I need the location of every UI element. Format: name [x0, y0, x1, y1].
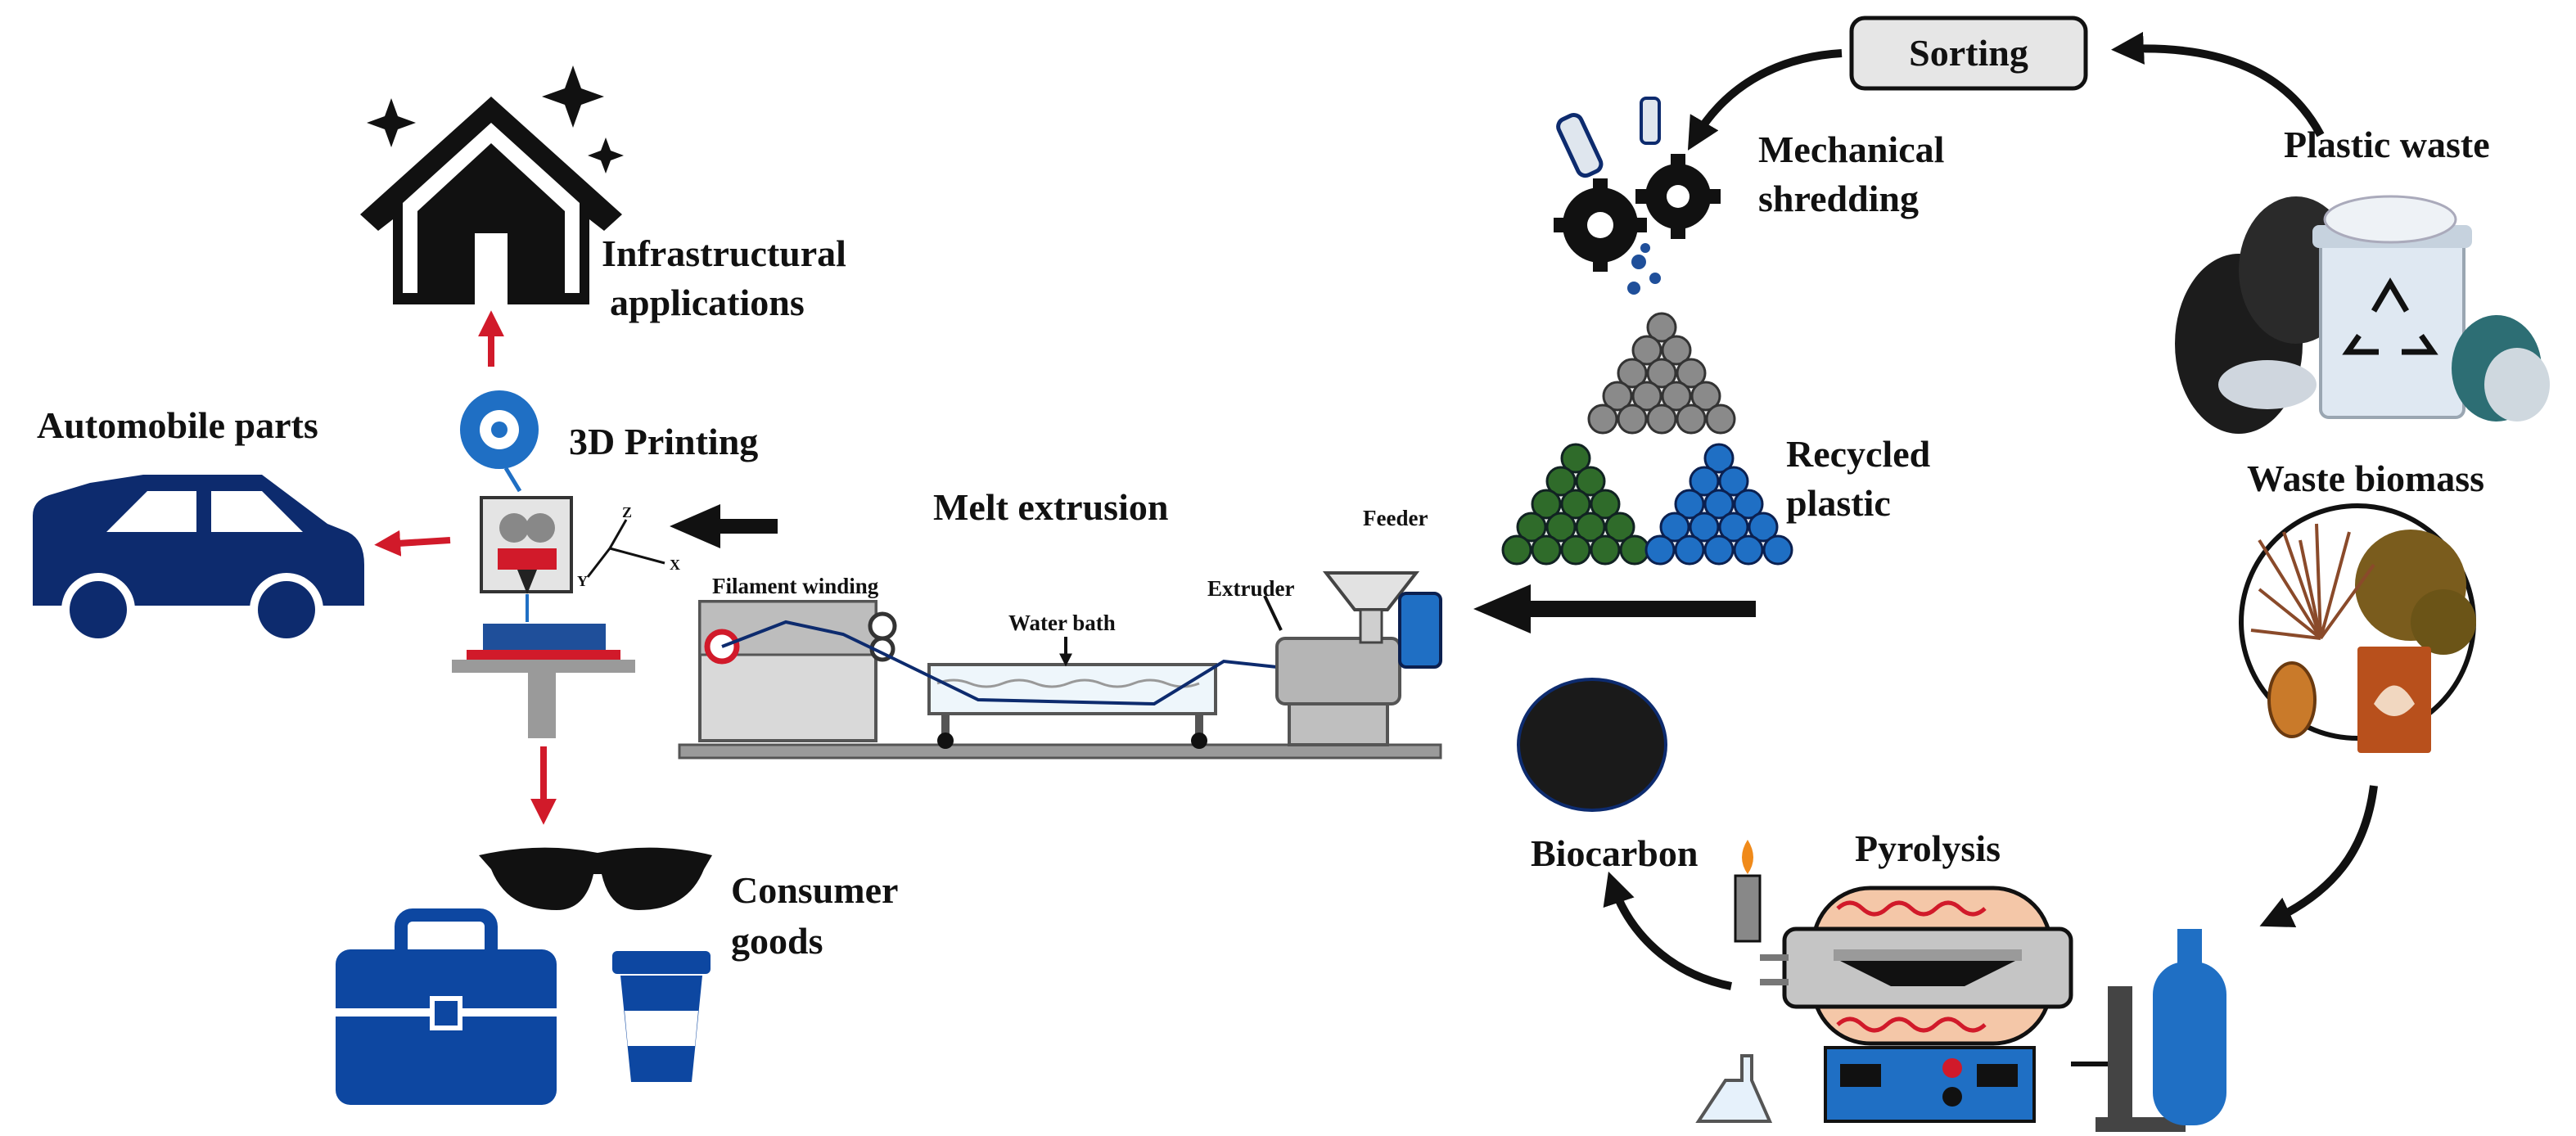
filament-winding-label: Filament winding — [712, 574, 879, 598]
arrow-pyrolysis-to-biocarbon — [1603, 871, 1732, 990]
pyrolysis-label: Pyrolysis — [1855, 827, 2001, 869]
extrusion-line — [678, 571, 1442, 760]
arrow-biomass-to-pyrolysis — [2259, 785, 2378, 927]
plastic-waste-label: Plastic waste — [2284, 124, 2490, 165]
waste-biomass-label: Waste biomass — [2247, 458, 2484, 499]
consumer-label-1: Consumer — [731, 869, 898, 911]
recycled-label-2: plastic — [1786, 482, 1891, 524]
arrow-waste-to-sorting — [2111, 31, 2325, 137]
arrow-sorting-to-shredding — [1687, 49, 1843, 151]
3d-printing-label: 3D Printing — [569, 421, 758, 462]
pyrolysis-furnace — [1695, 840, 2226, 1132]
waste-biomass-icon — [2239, 503, 2476, 753]
water-bath-label: Water bath — [1008, 611, 1116, 635]
arrow-to-printer — [670, 504, 778, 548]
biocarbon-label: Biocarbon — [1531, 832, 1698, 874]
recycled-pellets-blue — [1644, 443, 1793, 566]
melt-extrusion-label: Melt extrusion — [933, 486, 1168, 528]
recycled-label-1: Recycled — [1786, 433, 1931, 475]
shredding-icon — [1554, 97, 1721, 295]
mechanical-label-2: shredding — [1758, 178, 1919, 219]
coffee-cup-icon — [612, 951, 711, 1082]
arrow-to-automobile — [374, 530, 451, 557]
car-icon — [33, 475, 364, 647]
briefcase-icon — [336, 908, 557, 1105]
feeder-label: Feeder — [1363, 506, 1428, 530]
automobile-label: Automobile parts — [37, 404, 318, 446]
arrow-to-feeder — [1473, 584, 1756, 633]
extruder-label: Extruder — [1207, 576, 1295, 601]
svg-text:Sorting: Sorting — [1909, 32, 2028, 74]
house-icon — [360, 65, 624, 304]
infrastructure-label-1: Infrastructural — [602, 232, 846, 274]
plastic-waste-icon — [2175, 195, 2550, 434]
sunglasses-icon — [479, 847, 712, 910]
biocarbon-icon — [1517, 678, 1667, 812]
recycled-pellets-grey — [1587, 312, 1736, 435]
recycled-pellets-green — [1501, 443, 1650, 566]
axis-x-label: X — [670, 557, 680, 573]
infrastructure-label-2: applications — [610, 282, 805, 323]
axis-y-label: Y — [577, 573, 588, 589]
consumer-label-2: goods — [731, 920, 823, 962]
mechanical-label-1: Mechanical — [1758, 128, 1944, 170]
3d-printer-icon — [452, 390, 665, 738]
axis-z-label: Z — [622, 504, 632, 521]
sorting-box: Sorting — [1849, 16, 2088, 91]
